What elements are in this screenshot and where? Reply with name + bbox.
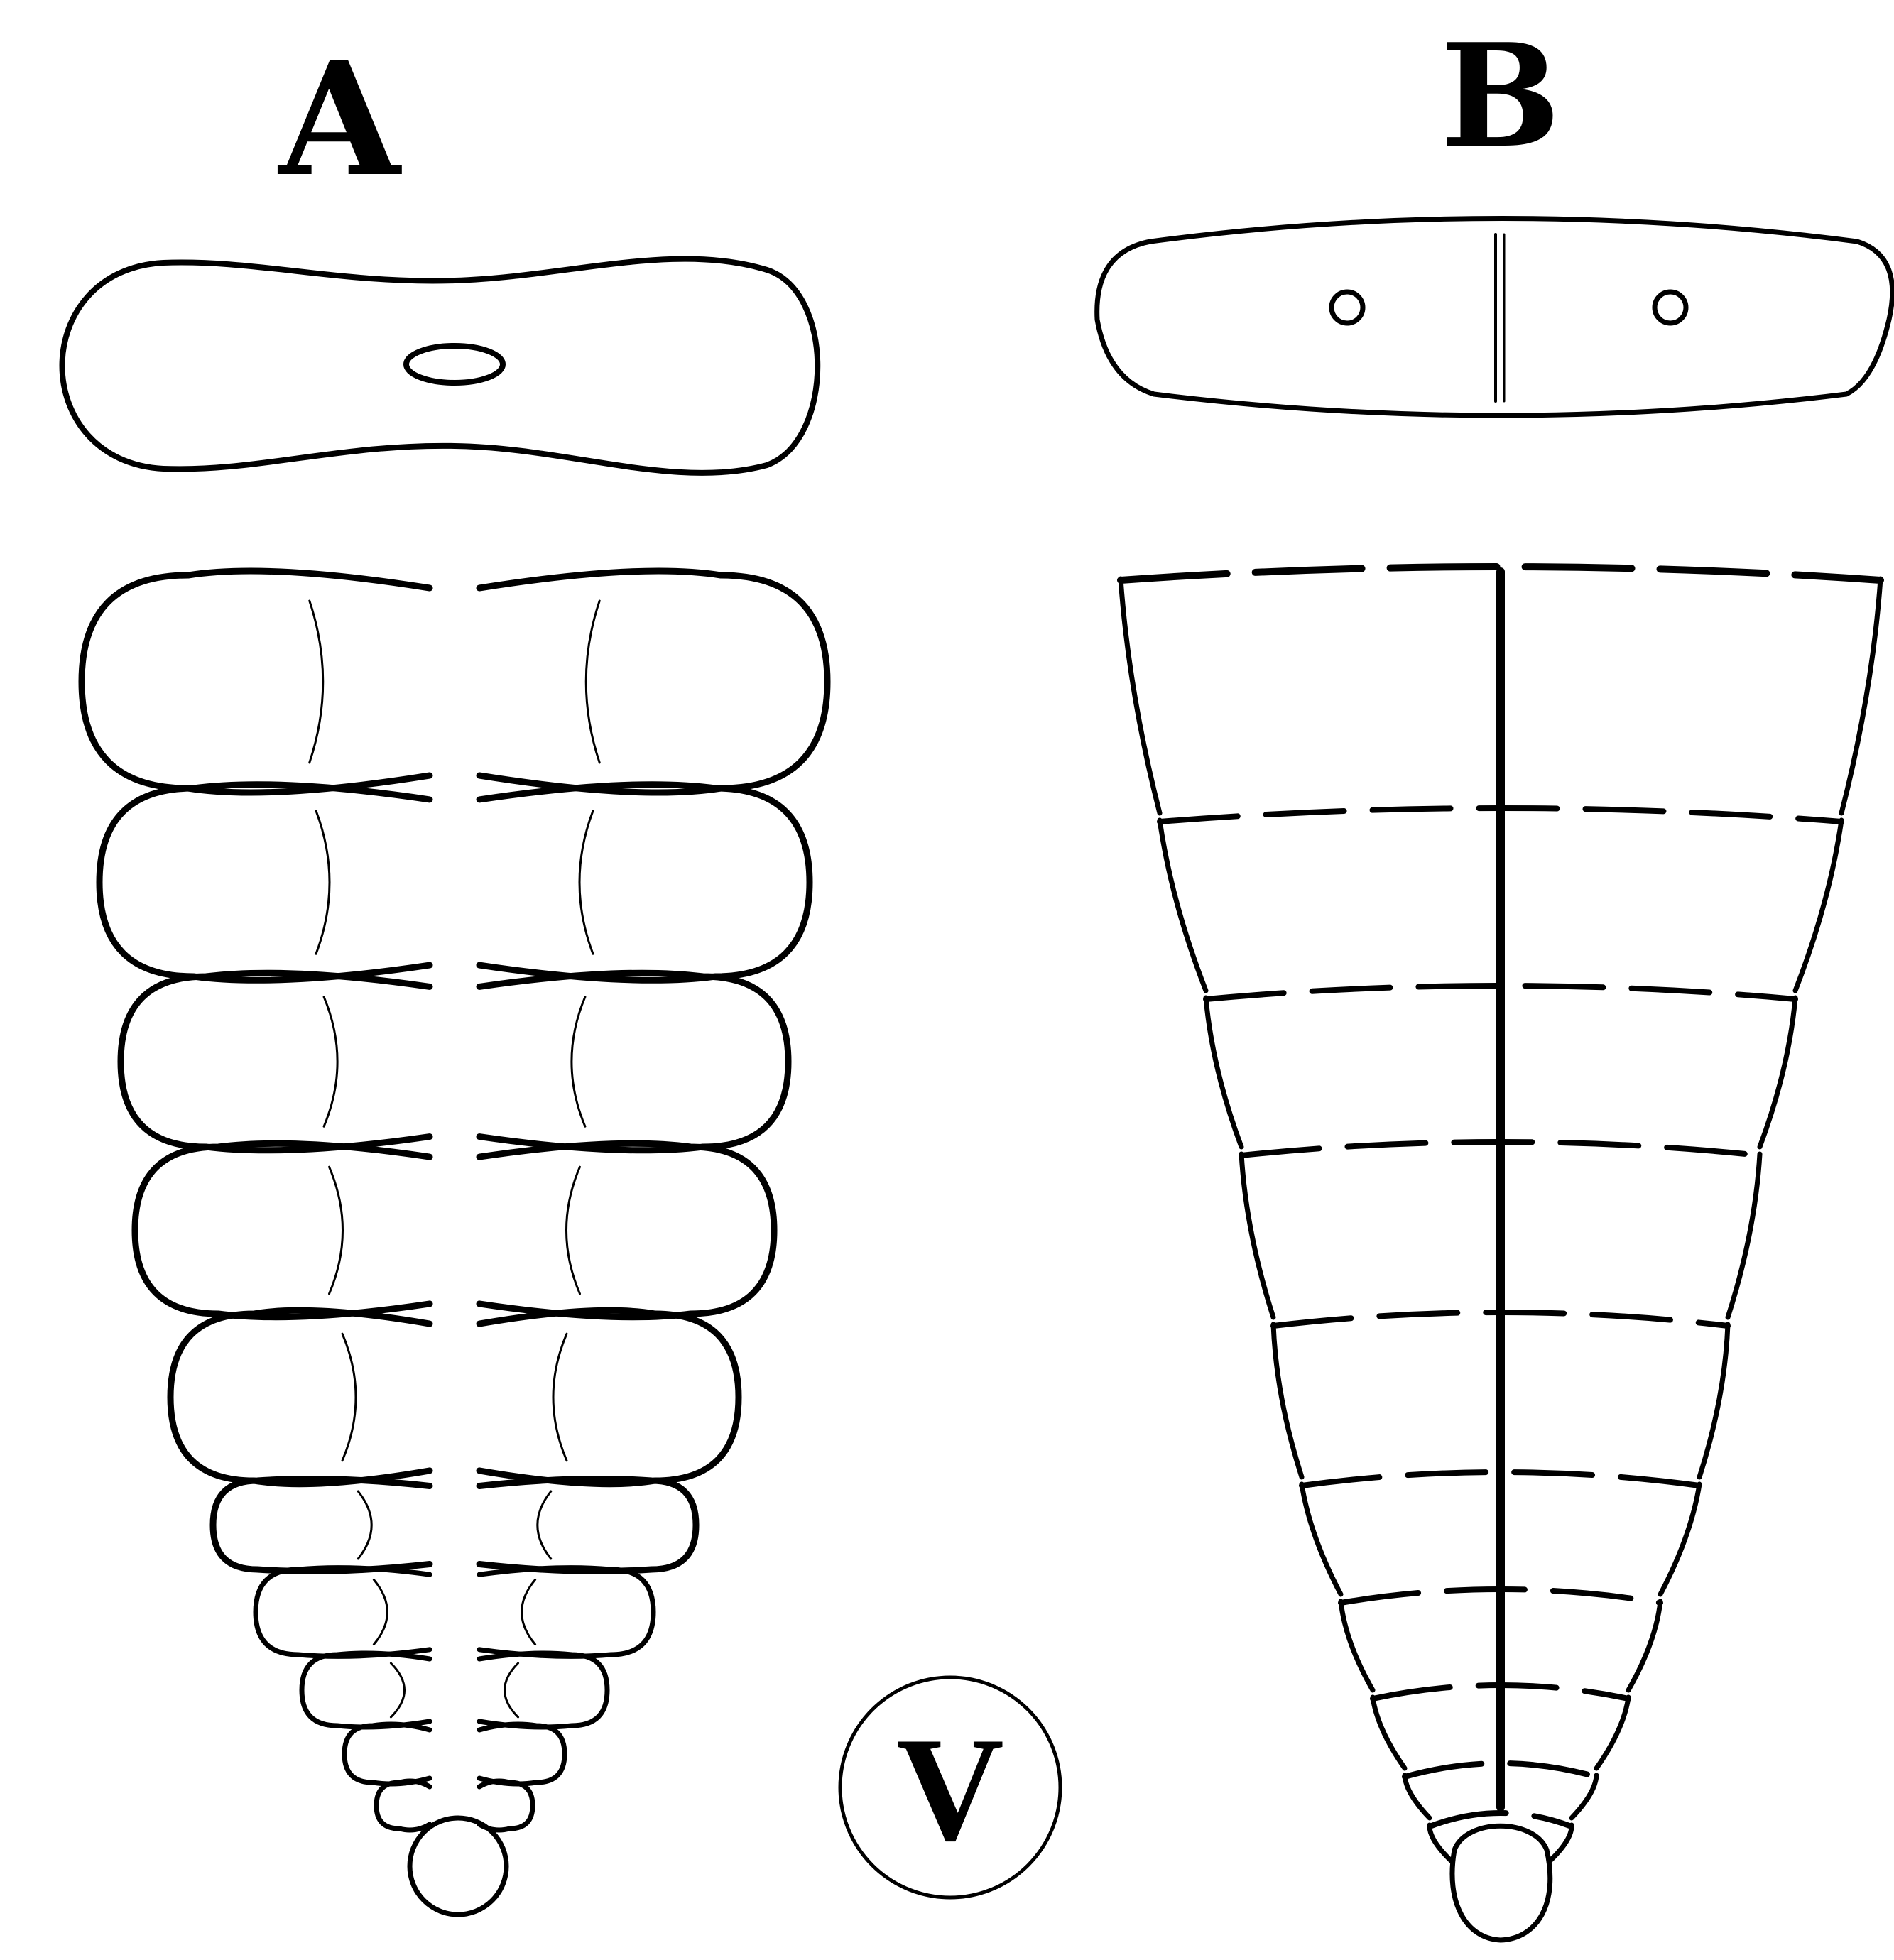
panel-a-inner-arc-left bbox=[324, 997, 337, 1126]
panel-a-inner-arc-right bbox=[567, 1167, 580, 1294]
panel-b-side-right bbox=[1572, 1775, 1596, 1818]
panel-a-segment-left bbox=[376, 1781, 430, 1830]
panel-b-side-right bbox=[1550, 1825, 1572, 1861]
panel-a-inner-arc-left bbox=[330, 1167, 343, 1294]
panel-a-inner-arc-right bbox=[579, 811, 593, 954]
panel-a-inner-arc-left bbox=[342, 1334, 356, 1461]
panel-a-segment-right bbox=[479, 1479, 696, 1572]
panel-a-segment-left bbox=[170, 1310, 430, 1483]
panel-a: A bbox=[62, 27, 828, 1915]
panel-b-side-right bbox=[1596, 1697, 1628, 1768]
panel-a-inner-arc-right bbox=[522, 1579, 535, 1644]
panel-b-side-right bbox=[1728, 1154, 1760, 1317]
panel-b-side-left bbox=[1430, 1825, 1451, 1861]
panel-a-inner-arc-right bbox=[572, 997, 585, 1126]
panel-b-side-left bbox=[1405, 1775, 1430, 1818]
panel-a-inner-arc-left bbox=[316, 811, 330, 954]
panel-a-segment-right bbox=[479, 1310, 739, 1483]
panel-a-segment-right bbox=[479, 1653, 607, 1727]
plate-badge-letter: V bbox=[896, 1707, 1004, 1872]
panel-a-segment-right bbox=[479, 973, 788, 1150]
panel-a-inner-arc-right bbox=[553, 1334, 567, 1461]
panel-a-segment-left bbox=[344, 1724, 430, 1784]
panel-b-side-right bbox=[1699, 1324, 1728, 1477]
panel-a-segment-left bbox=[135, 1143, 430, 1317]
panel-a-pore bbox=[406, 346, 503, 383]
panel-a-segments bbox=[82, 571, 827, 1830]
panel-a-inner-arc-right bbox=[586, 601, 599, 763]
panel-b-side-right bbox=[1841, 579, 1881, 813]
panel-a-segment-left bbox=[82, 571, 430, 793]
panel-b-side-left bbox=[1373, 1697, 1405, 1768]
panel-b-pore-right bbox=[1655, 292, 1686, 323]
panel-a-segment-right bbox=[479, 1781, 533, 1830]
panel-a-label: A bbox=[278, 27, 403, 211]
panel-b-terminal-knob bbox=[1452, 1826, 1550, 1940]
panel-a-inner-arc-left bbox=[358, 1491, 371, 1559]
panel-a-segment-right bbox=[479, 785, 810, 981]
panel-b-label: B bbox=[1440, 13, 1560, 180]
panel-b-side-left bbox=[1121, 579, 1160, 813]
panel-b-side-left bbox=[1160, 820, 1206, 991]
panel-a-segment-left bbox=[302, 1653, 430, 1727]
panel-a-segment-right bbox=[479, 571, 827, 793]
panel-a-segment-right bbox=[479, 1568, 653, 1657]
panel-a-segment-left bbox=[256, 1568, 430, 1657]
panel-b-pore-left bbox=[1332, 292, 1363, 323]
panel-a-inner-arc-left bbox=[310, 601, 323, 763]
panel-b-side-left bbox=[1241, 1154, 1273, 1317]
plate-badge: V bbox=[840, 1677, 1060, 1898]
panel-a-inner-arc-left bbox=[391, 1663, 404, 1717]
panel-a-cross-section bbox=[62, 259, 818, 473]
panel-b-side-left bbox=[1341, 1601, 1373, 1690]
panel-a-segment-right bbox=[479, 1724, 565, 1784]
panel-b-side-left bbox=[1273, 1324, 1302, 1477]
panel-a-segment-left bbox=[99, 785, 430, 981]
panel-a-inner-arc-right bbox=[505, 1663, 518, 1717]
panel-b: B bbox=[1097, 13, 1893, 1940]
panel-a-terminal-knob bbox=[410, 1818, 506, 1915]
panel-b-side-right bbox=[1660, 1484, 1699, 1594]
panel-b-side-right bbox=[1760, 998, 1795, 1147]
panel-a-segment-left bbox=[213, 1479, 430, 1572]
panel-b-side-left bbox=[1206, 998, 1241, 1147]
panel-b-side-left bbox=[1302, 1484, 1341, 1594]
panel-a-inner-arc-right bbox=[538, 1491, 551, 1559]
panel-a-segment-left bbox=[121, 973, 430, 1150]
panel-a-segment-right bbox=[479, 1143, 774, 1317]
panel-b-side-right bbox=[1628, 1601, 1660, 1690]
panel-b-side-right bbox=[1795, 820, 1841, 991]
panel-a-inner-arc-left bbox=[374, 1579, 387, 1644]
